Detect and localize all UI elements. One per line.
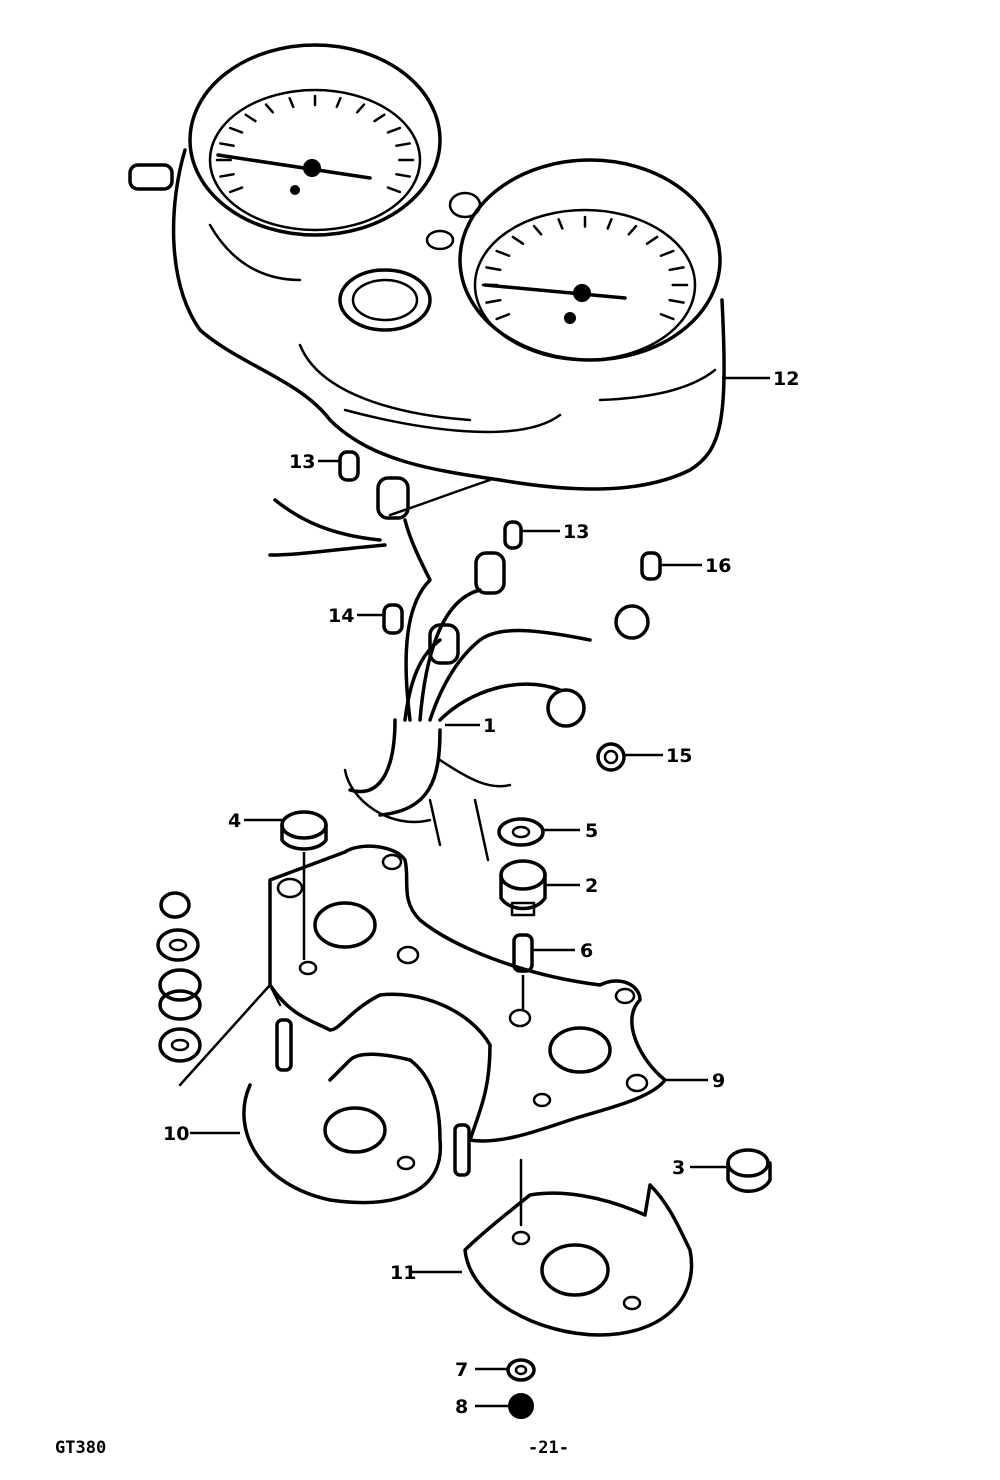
dial-tick: [668, 298, 685, 304]
washer-5: [497, 817, 545, 847]
dial-tick: [355, 103, 366, 114]
model-code: GT380: [55, 1438, 106, 1458]
dial-tick: [335, 96, 342, 109]
dial-tick: [395, 172, 411, 178]
callout-13-upper: 13: [289, 451, 315, 473]
callout-7: 7: [455, 1359, 468, 1381]
bulb-13-lower: [503, 520, 523, 550]
callout-10: 10: [163, 1123, 189, 1145]
callout-13-lower: 13: [563, 521, 589, 543]
callout-labels: 12 13 13 16 14 1 15 4 5 2 6 9 10 3 11 7 …: [163, 368, 799, 1418]
washer-stack: [156, 891, 282, 1087]
callout-3: 3: [672, 1157, 685, 1179]
dial-tick: [395, 142, 411, 148]
cover-plate-10: [242, 1052, 443, 1205]
cushion-2: [499, 859, 547, 917]
grommet-15: [596, 742, 626, 772]
dial-tick: [228, 186, 244, 194]
dial-tick: [244, 113, 257, 123]
dial-tick: [668, 266, 685, 272]
dial-tick: [495, 249, 511, 258]
callout-9: 9: [712, 1070, 725, 1092]
dial-tick: [485, 266, 502, 272]
dial-tick: [373, 113, 386, 123]
callout-15: 15: [666, 745, 692, 767]
dial-tick: [627, 224, 638, 236]
callout-11: 11: [390, 1262, 416, 1284]
spacer-6: [512, 933, 534, 973]
dial-tick: [606, 218, 613, 230]
bulb-13-upper: [338, 450, 360, 482]
left-dial-ticks: [215, 94, 415, 194]
dial-tick: [386, 126, 402, 134]
callout-12: 12: [773, 368, 799, 390]
bracket-9: [268, 844, 667, 1177]
callout-16: 16: [705, 555, 731, 577]
dial-tick: [659, 249, 675, 258]
wiring-harness-1: [268, 476, 650, 862]
right-dial-ticks: [481, 215, 689, 321]
meter-housing-12: [128, 43, 726, 491]
washer-7: [506, 1358, 536, 1382]
dial-tick: [495, 312, 511, 321]
leader-lines: [190, 376, 770, 1408]
cap-3: [726, 1148, 772, 1193]
nut-8: [508, 1393, 534, 1419]
callout-8: 8: [455, 1396, 468, 1418]
cover-plate-11: [463, 1158, 694, 1337]
callout-6: 6: [580, 940, 593, 962]
callout-1: 1: [483, 715, 496, 737]
dial-tick: [659, 312, 675, 321]
dial-tick: [511, 235, 525, 245]
page-number: -21-: [528, 1438, 569, 1458]
dial-tick: [288, 96, 295, 109]
callout-2: 2: [585, 875, 598, 897]
cushion-4: [280, 810, 328, 851]
dial-tick: [386, 186, 402, 194]
callout-4: 4: [228, 810, 241, 832]
dial-tick: [485, 298, 502, 304]
callout-5: 5: [585, 820, 598, 842]
dial-tick: [557, 218, 564, 230]
dial-tick: [645, 235, 659, 245]
callout-14: 14: [328, 605, 354, 627]
dial-tick: [219, 142, 235, 148]
dial-tick: [219, 172, 235, 178]
dial-tick: [264, 103, 275, 114]
dial-tick: [532, 224, 543, 236]
dial-tick: [228, 126, 244, 134]
bulb-16: [640, 551, 662, 581]
bulb-14: [382, 603, 404, 635]
